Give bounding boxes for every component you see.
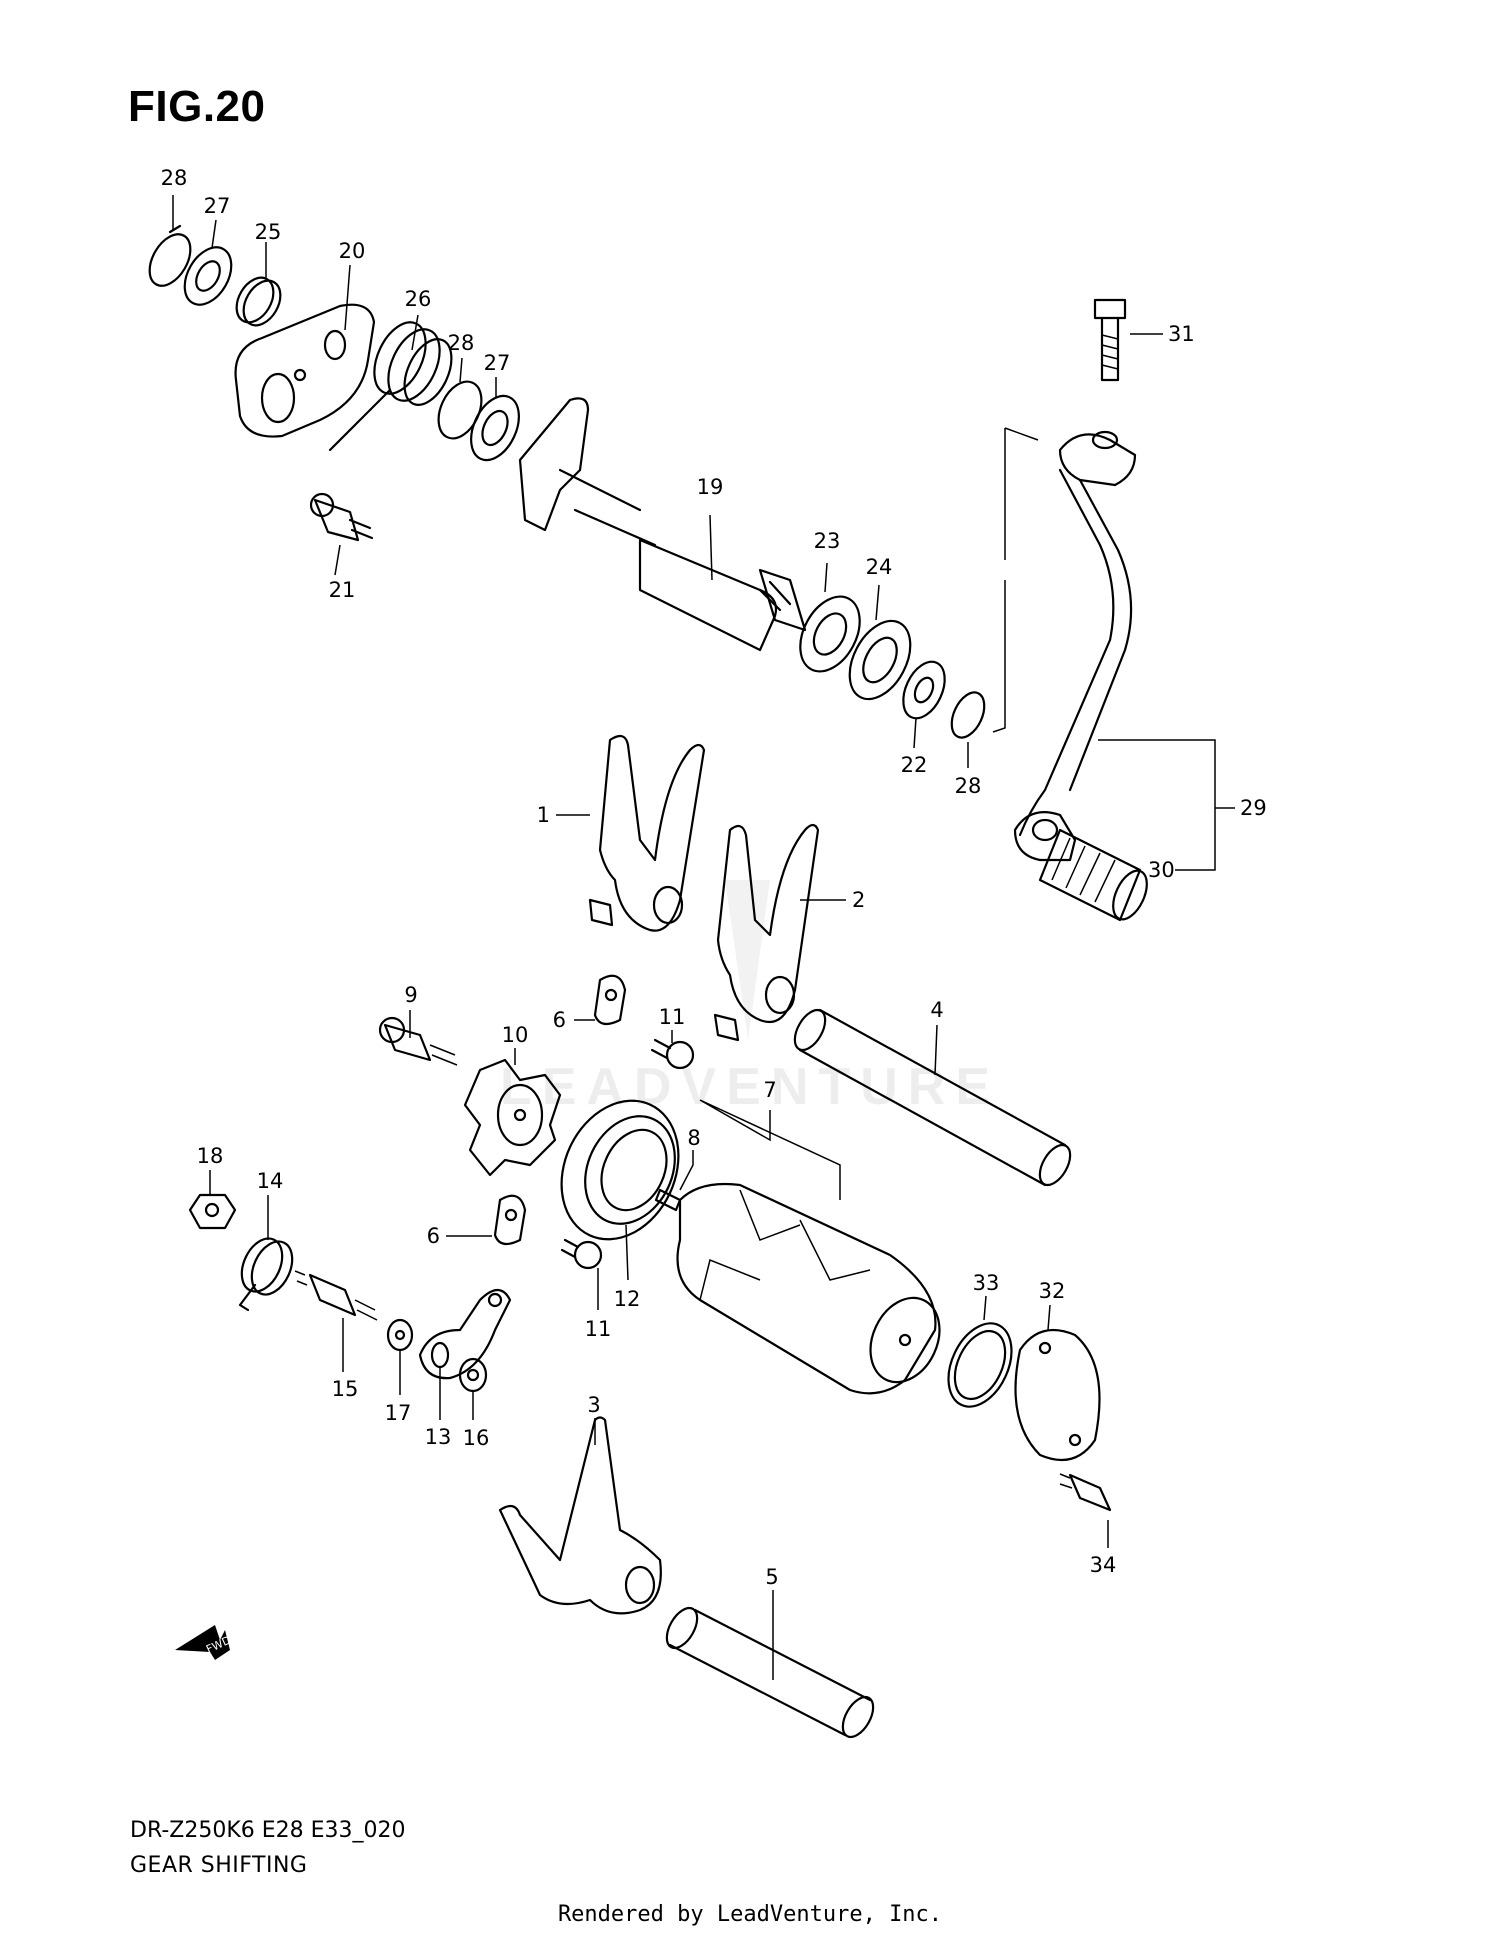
bolt-11-lower bbox=[560, 1238, 603, 1270]
shift-shaft-19 bbox=[518, 397, 807, 652]
watermark-logo bbox=[725, 880, 770, 1040]
nut-18 bbox=[188, 1193, 237, 1230]
washer-17 bbox=[386, 1318, 414, 1352]
bolt-34 bbox=[1059, 1473, 1112, 1512]
callout-5: 5 bbox=[765, 1565, 778, 1589]
callout-10: 10 bbox=[502, 1023, 529, 1047]
callout-20: 20 bbox=[339, 239, 366, 263]
callout-9: 9 bbox=[404, 983, 417, 1007]
callout-21: 21 bbox=[329, 578, 356, 602]
o-ring-33 bbox=[947, 1322, 1013, 1408]
callout-14: 14 bbox=[257, 1169, 284, 1193]
shift-fork-3 bbox=[498, 1416, 662, 1615]
callout-1: 1 bbox=[537, 803, 550, 827]
callout-6: 6 bbox=[427, 1224, 440, 1248]
watermark-text: LEADVENTURE bbox=[500, 1058, 1000, 1116]
bolt-31 bbox=[1093, 298, 1127, 382]
stopper-6-lower bbox=[493, 1194, 527, 1246]
spring-25 bbox=[235, 276, 282, 327]
callout-25: 25 bbox=[255, 220, 282, 244]
fwd-direction-icon: FWD bbox=[175, 1625, 233, 1660]
callout-24: 24 bbox=[866, 555, 893, 579]
callout-31: 31 bbox=[1168, 322, 1195, 346]
fork-shaft-5 bbox=[665, 1606, 875, 1739]
figure-title: FIG.20 bbox=[128, 82, 266, 131]
washer-27-top bbox=[183, 246, 233, 306]
callout-3: 3 bbox=[587, 1393, 600, 1417]
lever-bracket-line bbox=[992, 427, 1039, 733]
callout-28: 28 bbox=[448, 331, 475, 355]
callout-22: 22 bbox=[901, 753, 928, 777]
callout-17: 17 bbox=[385, 1401, 412, 1425]
callout-11: 11 bbox=[585, 1317, 612, 1341]
bearing-12 bbox=[560, 1099, 680, 1241]
render-credit: Rendered by LeadVenture, Inc. bbox=[557, 1902, 943, 1927]
callout-11: 11 bbox=[659, 1005, 686, 1029]
shift-lever-29 bbox=[1013, 430, 1137, 862]
callout-28: 28 bbox=[161, 166, 188, 190]
rubber-30 bbox=[1038, 828, 1148, 922]
callout-labels: 28 27 25 20 26 28 27 21 19 23 24 22 28 3… bbox=[161, 166, 1267, 1589]
pin-8 bbox=[654, 1188, 682, 1212]
bolt-11-upper bbox=[650, 1038, 695, 1070]
callout-28: 28 bbox=[955, 774, 982, 798]
callout-33: 33 bbox=[973, 1271, 1000, 1295]
callout-13: 13 bbox=[425, 1425, 452, 1449]
bolt-21 bbox=[309, 492, 374, 542]
callout-27: 27 bbox=[484, 351, 511, 375]
figure-caption: GEAR SHIFTING bbox=[130, 1853, 308, 1878]
callout-26: 26 bbox=[405, 287, 432, 311]
stopper-6-upper bbox=[593, 974, 627, 1026]
callout-32: 32 bbox=[1039, 1279, 1066, 1303]
callout-18: 18 bbox=[197, 1144, 224, 1168]
circlip-28-top bbox=[148, 224, 192, 287]
callout-34: 34 bbox=[1090, 1553, 1117, 1577]
circlip-28-lower bbox=[950, 691, 986, 739]
bolt-9 bbox=[378, 1016, 458, 1066]
fork-shaft-4 bbox=[793, 1008, 1072, 1187]
shift-fork-2 bbox=[713, 823, 820, 1042]
callout-7: 7 bbox=[763, 1078, 776, 1102]
bolt-15 bbox=[294, 1270, 378, 1321]
washer-27-mid bbox=[470, 394, 520, 462]
oil-seal-24 bbox=[848, 619, 912, 701]
stopper-arm-13 bbox=[418, 1288, 512, 1380]
callout-27: 27 bbox=[204, 194, 231, 218]
washer-22 bbox=[902, 660, 946, 720]
leader-lines bbox=[172, 195, 1163, 1680]
callout-16: 16 bbox=[463, 1426, 490, 1450]
bearing-23 bbox=[799, 595, 861, 673]
callout-8: 8 bbox=[687, 1126, 700, 1150]
gearshift-cam-7 bbox=[676, 1182, 941, 1395]
callout-19: 19 bbox=[697, 475, 724, 499]
shift-fork-1 bbox=[588, 734, 706, 932]
callout-4: 4 bbox=[930, 998, 943, 1022]
spring-14 bbox=[238, 1237, 294, 1312]
callout-15: 15 bbox=[332, 1377, 359, 1401]
callout-29: 29 bbox=[1240, 796, 1267, 820]
cam-plate-10 bbox=[463, 1058, 562, 1177]
arm-20 bbox=[234, 303, 376, 438]
model-code: DR-Z250K6 E28 E33_020 bbox=[130, 1818, 406, 1843]
cover-32 bbox=[1014, 1328, 1101, 1462]
callout-6: 6 bbox=[553, 1008, 566, 1032]
lever-group-bracket bbox=[1098, 739, 1235, 871]
callout-23: 23 bbox=[814, 529, 841, 553]
callout-2: 2 bbox=[852, 888, 865, 912]
callout-30: 30 bbox=[1148, 858, 1175, 882]
callout-12: 12 bbox=[614, 1287, 641, 1311]
